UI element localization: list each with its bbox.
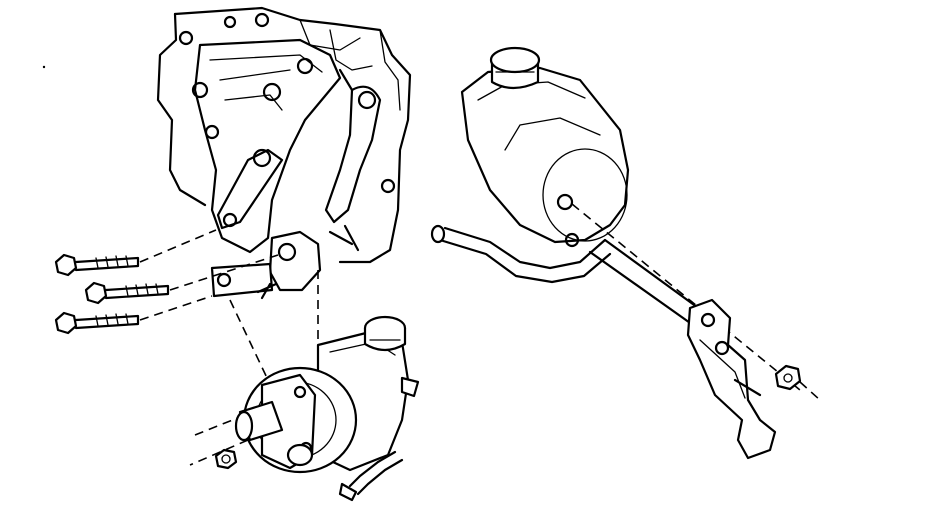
mounting-bolt <box>84 254 279 305</box>
rear-bracket <box>588 238 777 460</box>
pump-nut <box>214 448 238 470</box>
mounting-bolt <box>54 229 217 277</box>
mounting-bolt <box>54 295 213 335</box>
speck <box>42 65 46 69</box>
power-steering-pump <box>234 315 420 502</box>
reservoir-hose <box>430 224 612 284</box>
pump-reservoir <box>460 46 801 391</box>
engine-bracket <box>156 6 412 300</box>
bracket-nut <box>774 364 821 401</box>
